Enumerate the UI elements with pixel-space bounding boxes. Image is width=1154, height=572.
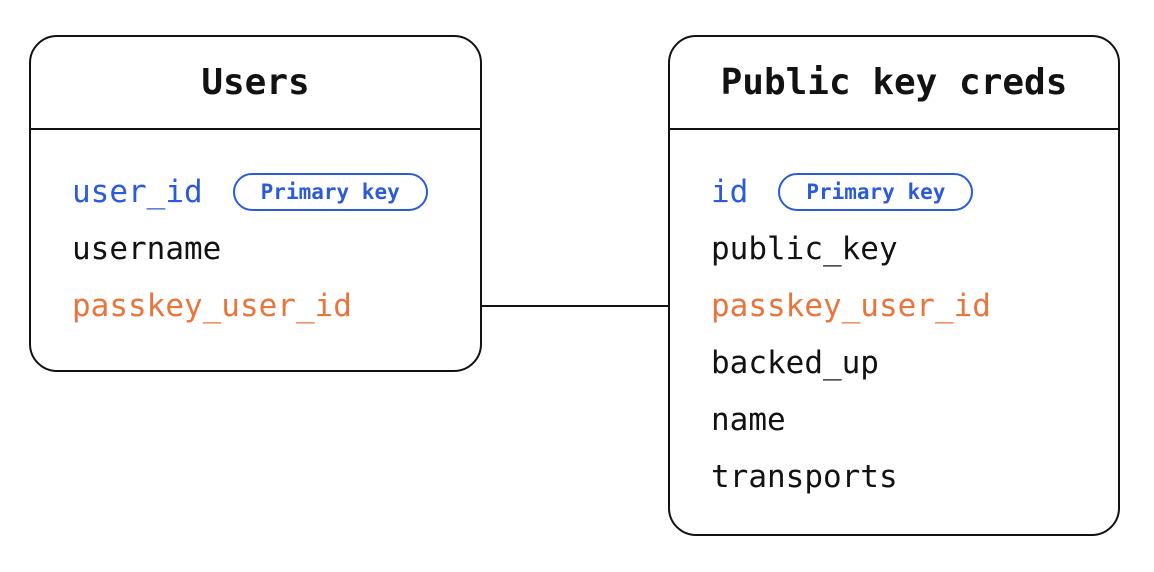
field-row-username: username [72, 220, 480, 277]
field-name: id [711, 173, 749, 210]
field-row-backed-up: backed_up [711, 334, 1118, 391]
field-name: passkey_user_id [711, 287, 991, 324]
field-name: user_id [72, 173, 203, 210]
primary-key-badge-label: Primary key [260, 179, 400, 204]
field-row-passkey-user-id: passkey_user_id [72, 277, 480, 334]
relationship-line [482, 305, 668, 307]
public-key-creds-table-header: Public key creds [670, 37, 1118, 130]
field-row-name: name [711, 391, 1118, 448]
field-row-user-id: user_id Primary key [72, 163, 480, 220]
primary-key-badge: Primary key [778, 172, 974, 211]
field-name: public_key [711, 230, 898, 267]
field-row-id: id Primary key [711, 163, 1118, 220]
public-key-creds-table-body: id Primary key public_key passkey_user_i… [670, 130, 1118, 505]
field-name: transports [711, 458, 898, 495]
field-row-transports: transports [711, 448, 1118, 505]
field-row-public-key: public_key [711, 220, 1118, 277]
public-key-creds-table-title: Public key creds [720, 62, 1068, 103]
users-table-title: Users [201, 62, 310, 103]
field-name: username [72, 230, 222, 267]
field-name: passkey_user_id [72, 287, 352, 324]
public-key-creds-table: Public key creds id Primary key public_k… [668, 35, 1120, 536]
field-row-passkey-user-id: passkey_user_id [711, 277, 1118, 334]
primary-key-badge: Primary key [232, 172, 428, 211]
field-name: name [711, 401, 786, 438]
users-table-header: Users [31, 37, 480, 130]
primary-key-badge-label: Primary key [806, 179, 946, 204]
field-name: backed_up [711, 344, 879, 381]
users-table-body: user_id Primary key username passkey_use… [31, 130, 480, 334]
users-table: Users user_id Primary key username passk… [29, 35, 482, 372]
